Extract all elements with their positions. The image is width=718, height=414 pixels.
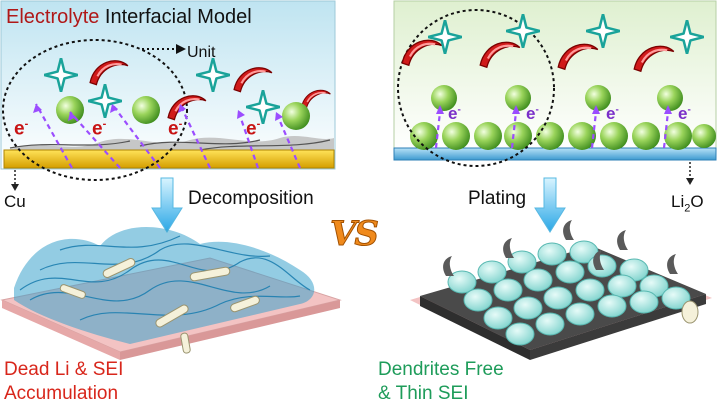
electron-label: e-: [14, 118, 28, 140]
electron-label: e-: [448, 104, 461, 124]
unit-label: Unit: [187, 44, 216, 61]
dead-li-label: Dead Li & SEI Accumulation: [4, 358, 123, 406]
li2o-label: Li2O: [671, 192, 704, 214]
electron-charge: -: [687, 104, 691, 116]
electron-label: e-: [246, 118, 260, 140]
electron-symbol: e: [526, 104, 536, 123]
electron-label: e-: [678, 104, 691, 124]
electron-label: e-: [526, 104, 539, 124]
title-electrolyte: Electrolyte: [6, 6, 100, 28]
li2o-li: Li: [671, 192, 685, 211]
electron-charge: -: [615, 104, 619, 116]
electron-label: e-: [606, 104, 619, 124]
right-interface-panel: [393, 0, 717, 185]
thin-sei-illustration: [410, 220, 712, 360]
dead-li-line2: Accumulation: [4, 383, 119, 404]
electron-symbol: e: [92, 118, 103, 140]
electron-symbol: e: [678, 104, 688, 123]
electron-symbol: e: [14, 118, 25, 140]
plating-arrow: [534, 177, 566, 233]
electron-label: e-: [92, 118, 106, 140]
left-panel-title: Electrolyte Interfacial Model: [6, 6, 252, 29]
li2o-o: O: [690, 192, 704, 211]
dead-li-line1: Dead Li & SEI: [4, 359, 124, 380]
decomposition-label: Decomposition: [188, 188, 314, 209]
li2o-subscript: 2: [684, 202, 691, 215]
electron-charge: -: [256, 118, 261, 130]
dendrite-free-line1: Dendrites Free: [378, 359, 504, 380]
electron-charge: -: [24, 118, 29, 130]
dendrite-free-line2: & Thin SEI: [378, 383, 469, 404]
vs-label: VS: [330, 214, 380, 255]
electron-charge: -: [102, 118, 107, 130]
left-interface-panel: [0, 0, 336, 191]
electron-charge: -: [535, 104, 539, 116]
dead-li-sei-illustration: [0, 227, 342, 360]
dendrite-free-label: Dendrites Free & Thin SEI: [378, 358, 504, 406]
electron-symbol: e: [606, 104, 616, 123]
electron-symbol: e: [246, 118, 257, 140]
electron-symbol: e: [168, 118, 179, 140]
electron-label: e-: [168, 118, 182, 140]
title-interfacial-model: Interfacial Model: [99, 6, 252, 28]
plating-label: Plating: [468, 188, 527, 209]
electron-symbol: e: [448, 104, 458, 123]
electron-charge: -: [457, 104, 461, 116]
decomposition-arrow: [151, 177, 183, 233]
electron-charge: -: [178, 118, 183, 130]
cu-label: Cu: [4, 192, 26, 211]
